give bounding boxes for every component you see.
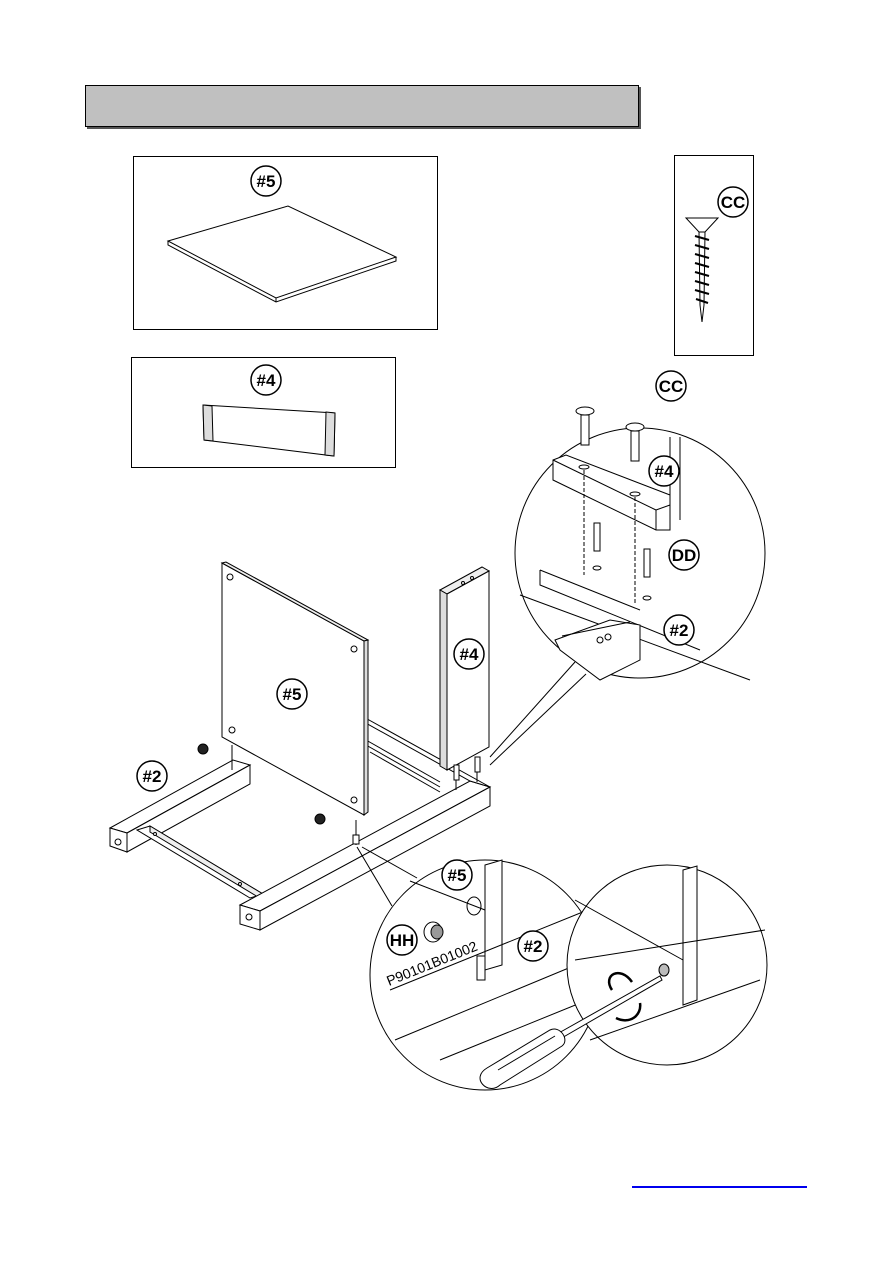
part-rail-4-drawing	[203, 405, 335, 456]
part-screw-cc-label: CC	[721, 193, 746, 212]
panel-5-badge: #5	[277, 679, 307, 709]
part-panel-5-label: #5	[257, 172, 276, 191]
upright-4-label: #4	[460, 645, 479, 664]
base-drawer-slides	[366, 740, 440, 792]
part-screw-cc-drawing	[686, 218, 718, 322]
detail-bottom-right-circle	[567, 865, 767, 1065]
part-rail-4-label: #4	[257, 371, 276, 390]
detail-bottom-panel-label: #5	[448, 866, 467, 885]
detail-bottom-cam-label: HH	[390, 931, 415, 950]
detail-bottom-left-circle: #5 HH #2 P90101B01002	[370, 860, 600, 1090]
upright-4-badge: #4	[454, 639, 484, 669]
part-panel-5-badge: #5	[251, 166, 281, 196]
detail-top-screw-label: CC	[659, 377, 684, 396]
detail-top-dowel-label: DD	[672, 546, 697, 565]
base-frame-2-label: #2	[143, 767, 162, 786]
panel-5-label: #5	[283, 685, 302, 704]
detail-top-rail-label: #4	[655, 462, 674, 481]
base-frame-2-badge: #2	[137, 761, 167, 791]
detail-top-circle: CC #4 DD #2	[515, 371, 765, 680]
part-screw-cc-badge: CC	[718, 187, 748, 217]
part-panel-5-drawing	[168, 206, 396, 302]
footer-link[interactable]	[632, 1186, 807, 1188]
detail-bottom-base-label: #2	[524, 937, 543, 956]
detail-top-base-label: #2	[670, 621, 689, 640]
part-rail-4-badge: #4	[251, 365, 281, 395]
